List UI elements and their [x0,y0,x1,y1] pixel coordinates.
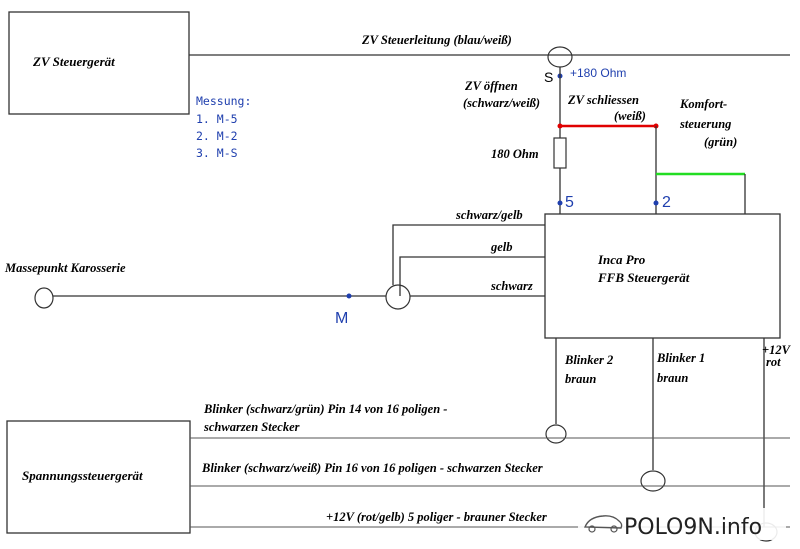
blinker-sg-label-1: Blinker (schwarz/grün) Pin 14 von 16 pol… [203,402,447,416]
blinker-2-label-2: braun [565,372,596,386]
zv-steuerleitung-label: ZV Steuerleitung (blau/weiß) [361,33,512,47]
gelb-label: gelb [490,240,513,254]
plus12-rotgelb-label: +12V (rot/gelb) 5 poliger - brauner Stec… [326,510,547,524]
blinker-sg-label-2: schwarzen Stecker [203,420,300,434]
komfort-label-3: (grün) [704,135,737,149]
measurement-list: Messung: 1. M-5 2. M-2 3. M-S [196,94,251,160]
watermark-text: POLO9N.info [624,515,762,540]
measurement-title: Messung: [196,94,251,108]
car-icon [583,515,623,529]
komfort-label-1: Komfort- [679,97,727,111]
inca-pro-label-2: FFB Steuergerät [597,270,690,285]
zv-schliessen-label-1: ZV schliessen [567,93,639,107]
blinker-sw-label: Blinker (schwarz/weiß) Pin 16 von 16 pol… [201,461,543,475]
gelb-wire [399,256,545,296]
inca-pro-box: Inca Pro FFB Steuergerät [544,213,781,339]
resistor-label: 180 Ohm [491,147,539,161]
measurement-item-2: 2. M-2 [196,129,238,143]
komfort-label-2: steuerung [679,117,731,131]
measurement-item-3: 3. M-S [196,146,238,160]
schwarz-label: schwarz [490,279,533,293]
pin-5-label: 5 [565,194,574,211]
red-junction-left [557,123,563,129]
massepunkt-connector-icon [34,287,54,309]
zv-steuergeraet-box: ZV Steuergerät [8,11,190,115]
plus12-rot-label-2: rot [766,355,781,369]
blinker-1-label-1: Blinker 1 [656,351,705,365]
massepunkt-label: Massepunkt Karosserie [4,261,126,275]
s-ohm-label: +180 Ohm [570,66,626,80]
pin-5-dot [557,200,563,206]
zv-oeffnen-label-2: (schwarz/weiß) [463,96,540,110]
spannungssteuergeraet-label: Spannungssteuergerät [22,468,143,483]
zv-schliessen-label-2: (weiß) [614,109,646,123]
blinker-2-label-1: Blinker 2 [564,353,613,367]
masse-junction-connector-icon [385,284,411,310]
schwarz-gelb-wire [392,224,545,285]
polo9n-watermark-logo: POLO9N.info [578,508,786,540]
plus12-rot-label-1: +12V [762,343,792,357]
point-m-dot [346,293,352,299]
zv-oeffnen-label-1: ZV öffnen [464,79,518,93]
resistor-icon [553,137,567,169]
blinker-2-connector-icon [545,424,567,444]
point-m-label: M [335,310,348,327]
blinker-1-connector-icon [640,470,666,492]
s-connector-icon [547,46,573,68]
pin-2-label: 2 [662,194,671,211]
point-s-label: S [544,69,553,85]
blinker-1-label-2: braun [657,371,688,385]
zv-steuergeraet-label: ZV Steuergerät [32,54,115,69]
pin-2-dot [653,200,659,206]
spannungssteuergeraet-box: Spannungssteuergerät [6,420,191,534]
inca-pro-label-1: Inca Pro [597,252,646,267]
measurement-item-1: 1. M-5 [196,112,238,126]
schwarz-gelb-label: schwarz/gelb [455,208,523,222]
